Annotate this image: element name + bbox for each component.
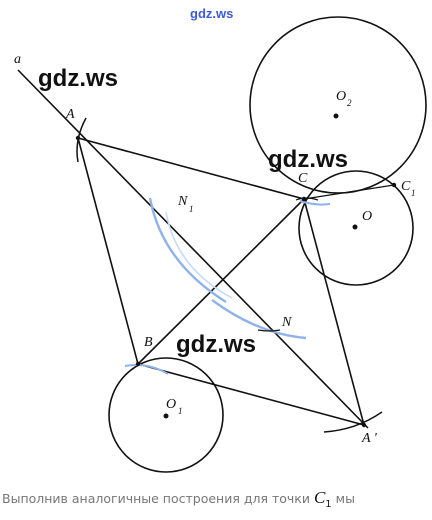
- segment-AB: [77, 137, 139, 365]
- segment-CAprime: [303, 198, 365, 426]
- point-C1-dot: [391, 182, 397, 188]
- watermark-center: gdz.ws: [176, 331, 256, 358]
- label-center-O2: O: [336, 89, 346, 104]
- label-point-A: A: [65, 107, 75, 122]
- point-B-dot: [135, 361, 141, 367]
- segment-BC: [137, 198, 305, 365]
- segment-BAprime: [137, 363, 365, 426]
- caption-main: Выполнив аналогичные построения для точк…: [2, 491, 310, 506]
- label-point-N1-subscript: 1: [189, 204, 194, 214]
- caption-text: Выполнив аналогичные построения для точк…: [2, 488, 355, 510]
- arc-at-N: [257, 329, 281, 332]
- circle-O: [298, 170, 414, 286]
- label-point-C: C: [298, 171, 308, 186]
- label-point-N1: N: [177, 194, 188, 209]
- label-center-O: O: [362, 209, 372, 224]
- label-center-O1: O: [166, 397, 176, 412]
- label-point-B: B: [144, 335, 153, 350]
- watermark-right: gdz.ws: [268, 146, 348, 173]
- watermark-left: gdz.ws: [38, 65, 118, 92]
- center-O2-dot: [333, 113, 339, 119]
- label-point-Aprime: A ': [361, 431, 378, 446]
- label-point-C1-subscript: 1: [411, 188, 416, 198]
- construction-arc-C: [299, 200, 331, 206]
- segment-AC: [77, 137, 305, 200]
- arc-at-Aprime: [323, 411, 383, 433]
- caption-point-subscript: 1: [325, 499, 332, 510]
- construction-arc-N1-inner: [165, 211, 233, 299]
- point-C-dot: [301, 196, 307, 202]
- arc-at-C: [295, 197, 319, 201]
- circle-O2: [249, 16, 427, 194]
- caption-point: C: [313, 488, 326, 507]
- caption-tail: мы: [335, 491, 355, 506]
- label-center-O1-subscript: 1: [178, 406, 183, 416]
- point-A-dot: [75, 135, 81, 141]
- construction-arc-N1: [148, 197, 227, 304]
- construction-arc-B: [124, 364, 169, 375]
- construction-arc-N: [211, 299, 307, 340]
- label-line-a: a: [14, 52, 21, 67]
- label-point-C1: C: [401, 179, 411, 194]
- point-Aprime-dot: [361, 422, 367, 428]
- circle-O1: [108, 357, 224, 473]
- line-a: [17, 69, 369, 429]
- center-O-dot: [352, 224, 358, 230]
- center-O1-dot: [163, 413, 169, 419]
- label-point-N: N: [281, 315, 292, 330]
- watermark-top: gdz.ws: [190, 6, 233, 21]
- label-center-O2-subscript: 2: [347, 98, 352, 108]
